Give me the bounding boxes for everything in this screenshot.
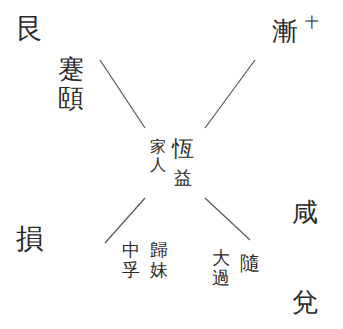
hexagram-label: 損 (16, 220, 44, 258)
hexagram-label: 家人 (150, 138, 166, 173)
diagonal-line (105, 198, 145, 243)
diagonal-line (205, 60, 255, 128)
diagonal-line (100, 60, 145, 128)
hexagram-label: 中孚 (122, 240, 140, 280)
hexagram-label: 益 (174, 166, 192, 190)
hexagram-label: 大過 (212, 248, 230, 288)
hexagram-label: 漸 (272, 14, 298, 49)
hexagram-label: 蹇頤 (58, 55, 84, 112)
hexagram-label: 十 (305, 14, 319, 32)
hexagram-label: 恆 (172, 134, 194, 164)
diagonal-line (205, 198, 250, 240)
hexagram-label: 歸妹 (150, 240, 168, 280)
hexagram-label: 咸 (292, 195, 318, 230)
hexagram-label: 隨 (240, 250, 260, 277)
hexagram-label: 艮 (16, 10, 44, 48)
hexagram-label: 兌 (292, 285, 318, 320)
